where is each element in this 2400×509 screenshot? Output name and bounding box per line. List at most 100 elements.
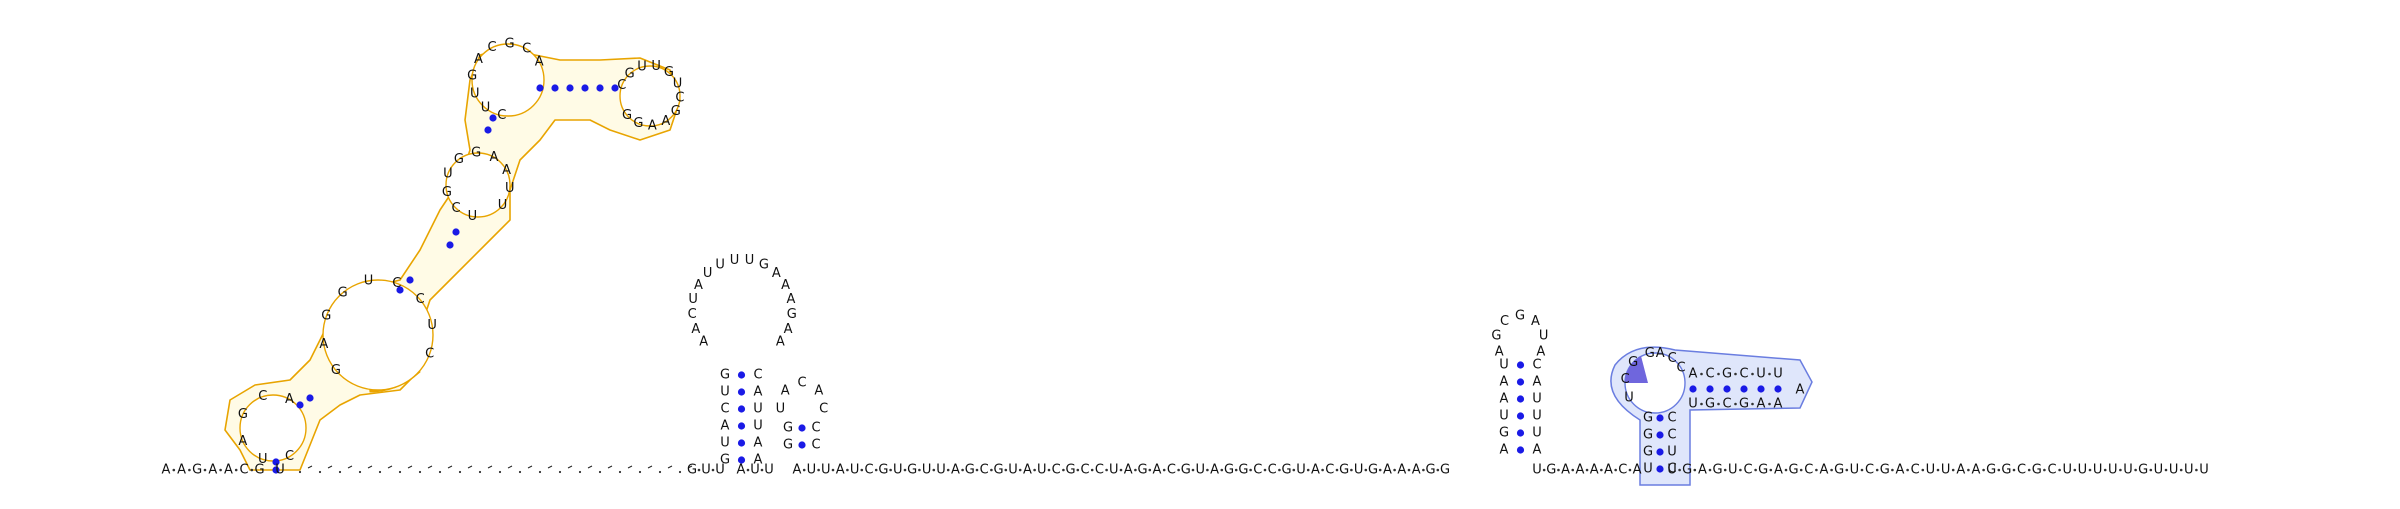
base-pair-dot xyxy=(1656,414,1664,422)
three-prime-base: G xyxy=(2138,463,2148,478)
hairpin1-base: A xyxy=(648,118,657,133)
linker-base: A xyxy=(951,463,960,478)
linker-base: G xyxy=(1282,463,1292,478)
base-pair-dot xyxy=(581,84,589,92)
backbone-link-dot xyxy=(1249,468,1252,472)
linker-base: U xyxy=(701,463,711,478)
five-prime-base: A xyxy=(224,463,233,478)
hairpin4-stem-base: G xyxy=(1643,428,1653,443)
gap-tick xyxy=(547,465,553,469)
backbone-link-dot xyxy=(1018,468,1022,472)
gap-tick xyxy=(627,465,633,469)
backbone-link-dot xyxy=(1845,468,1849,472)
gap-tick xyxy=(507,465,513,469)
gap-dot xyxy=(458,470,462,474)
hairpin2-stem-base: U xyxy=(720,385,730,400)
backbone-link-dot xyxy=(2179,468,2183,472)
backbone-link-dot xyxy=(188,468,191,472)
gap-tick xyxy=(527,465,533,469)
linker-base: G xyxy=(1440,463,1450,478)
gap-dot xyxy=(478,470,482,474)
gap-dot xyxy=(598,470,602,474)
backbone-link-dot xyxy=(1542,468,1546,472)
gap-dot xyxy=(338,470,342,474)
three-prime-base: A xyxy=(1896,463,1905,478)
hairpin4-arm-base: U xyxy=(1756,367,1766,382)
backbone-link-dot xyxy=(2195,468,2198,472)
hairpin4-arm-base: G xyxy=(1705,397,1715,412)
hairpin2-stem-base: G xyxy=(720,453,730,468)
backbone-link-dot xyxy=(932,468,936,472)
hairpin3-loop-base: A xyxy=(814,383,823,398)
backbone-link-dot xyxy=(250,468,254,472)
backbone-link-dot xyxy=(1557,468,1560,472)
hairpin2-stem-base: A xyxy=(754,385,763,400)
hairpin1-base: C xyxy=(416,292,425,307)
hairpin2-loop-base: U xyxy=(745,253,755,268)
loop-circle xyxy=(619,65,681,127)
backbone-link-dot xyxy=(1364,468,1368,472)
linker-base: G xyxy=(965,463,975,478)
backbone-link-dot xyxy=(1717,402,1720,406)
hairpin1-base: C xyxy=(488,40,497,55)
hairpin5-stem-base: U xyxy=(1532,426,1542,441)
backbone-link-dot xyxy=(1407,468,1411,472)
loop-circle xyxy=(239,394,307,462)
backbone-link-dot xyxy=(172,468,176,472)
gap-dot xyxy=(518,470,522,474)
gap-dot xyxy=(618,470,622,474)
loop-circle xyxy=(322,279,434,391)
three-prime-base: U xyxy=(2199,463,2209,478)
backbone-link-dot xyxy=(1177,468,1180,472)
gap-tick xyxy=(487,465,493,469)
backbone-link-dot xyxy=(203,468,207,472)
linker-base: C xyxy=(1268,463,1277,478)
hairpin2-stem-base: C xyxy=(720,402,729,417)
three-prime-base: G xyxy=(2032,463,2042,478)
hairpin3-loop-base: C xyxy=(819,401,828,416)
backbone-link-dot xyxy=(1321,468,1324,472)
hairpin4-stem-base: C xyxy=(1667,428,1676,443)
hairpin4-loop-base: G xyxy=(1645,346,1655,361)
backbone-link-dot xyxy=(1936,468,1940,472)
backbone-link-dot xyxy=(1815,468,1818,472)
backbone-link-dot xyxy=(831,468,835,472)
three-prime-base: U xyxy=(1667,463,1677,478)
backbone-link-dot xyxy=(1306,468,1310,472)
hairpin1-base: A xyxy=(238,434,247,449)
hairpin5-stem-base: U xyxy=(1499,358,1509,373)
three-prime-base: G xyxy=(1834,463,1844,478)
three-prime-base: G xyxy=(1789,463,1799,478)
base-pair-dot xyxy=(1740,385,1748,393)
base-pair-dot xyxy=(406,276,414,284)
linker-base: A xyxy=(1124,463,1133,478)
backbone-link-dot xyxy=(1162,468,1166,472)
gap-tick xyxy=(347,465,353,469)
hairpin1-base: C xyxy=(617,78,626,93)
hairpin3-stem-base: C xyxy=(811,421,820,436)
linker-base: A xyxy=(737,463,746,478)
three-prime-base: U xyxy=(2154,463,2164,478)
hairpin4-loop-base: G xyxy=(1628,355,1638,370)
base-pair-dot xyxy=(611,84,619,92)
backbone-link-dot xyxy=(1134,468,1137,472)
base-pair-dot xyxy=(396,286,404,294)
hairpin2-loop-base: A xyxy=(772,266,781,281)
linker-base: A xyxy=(1633,463,1642,478)
hairpin2-loop-base: C xyxy=(688,307,697,322)
three-prime-base: A xyxy=(1956,463,1965,478)
three-prime-base: G xyxy=(1986,463,1996,478)
gap-dot xyxy=(678,470,682,474)
gap-dot xyxy=(438,470,442,474)
loop-circle xyxy=(445,152,511,218)
three-prime-base: A xyxy=(1972,463,1981,478)
gap-dot xyxy=(638,470,642,474)
hairpin2-stem-base: A xyxy=(754,436,763,451)
hairpin4-arm-base: C xyxy=(1739,367,1748,382)
linker-base: G xyxy=(907,463,917,478)
hairpin4-arm-base: U xyxy=(1688,397,1698,412)
gap-tick xyxy=(567,465,573,469)
linker-base: C xyxy=(1095,463,1104,478)
three-prime-base: A xyxy=(1774,463,1783,478)
three-prime-base: U xyxy=(2078,463,2088,478)
